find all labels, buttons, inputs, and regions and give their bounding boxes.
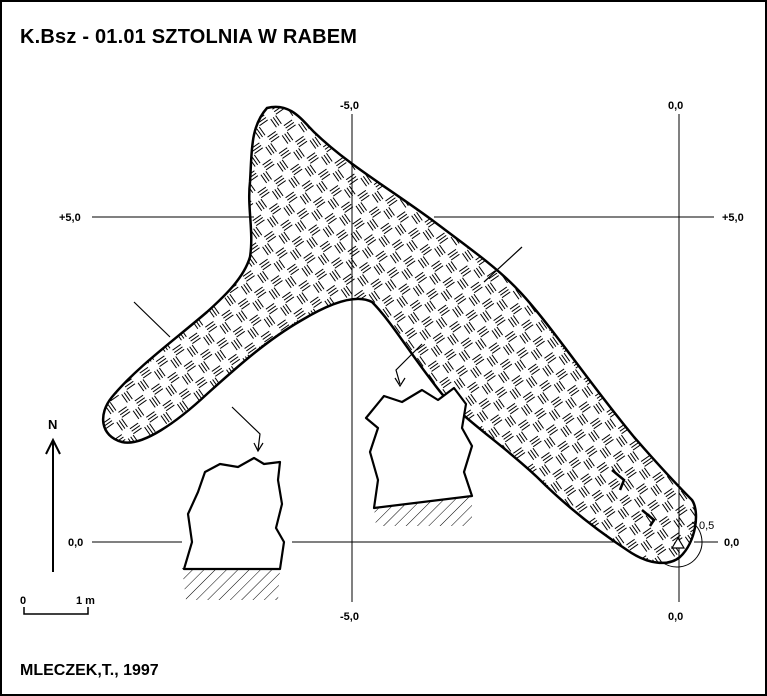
entrance-marker — [611, 469, 703, 568]
slope-arrow-upper — [611, 469, 626, 491]
scale-bar — [23, 607, 89, 615]
grid-label-right-zero: 0,0 — [724, 537, 739, 549]
section-arrow-right — [395, 343, 423, 385]
grid-label-right-plus5: +5,0 — [722, 212, 744, 224]
section-arrow-right-head — [394, 377, 406, 388]
grid-label-bottom-zero: 0,0 — [668, 611, 683, 623]
cross-section-left-floor — [182, 568, 280, 600]
scale-label-end: 1 m — [76, 595, 95, 607]
profile-line-right-arm — [483, 246, 523, 283]
north-arrow — [45, 437, 61, 572]
entrance-arc — [661, 521, 703, 568]
section-arrow-left — [231, 406, 261, 451]
cross-section-right — [364, 386, 474, 526]
grid-label-left-plus5: +5,0 — [59, 212, 81, 224]
survey-point-triangle — [670, 536, 686, 549]
grid-label-left-zero: 0,0 — [68, 537, 83, 549]
grid-label-bottom-minus5: -5,0 — [340, 611, 359, 623]
slope-arrow-lower — [641, 509, 656, 527]
map-title: K.Bsz - 01.01 SZTOLNIA W RABEM — [20, 26, 358, 48]
author-credit: MLECZEK,T., 1997 — [20, 662, 159, 679]
profile-line-left-arm — [133, 301, 171, 338]
cross-section-right-floor — [374, 496, 472, 526]
section-arrow-left-head — [253, 442, 264, 453]
cross-section-right-outline — [364, 386, 474, 510]
cross-section-left — [182, 456, 286, 600]
depth-label: 0,5 — [699, 520, 714, 532]
scale-bar-line — [23, 607, 89, 615]
north-arrow-head-icon — [45, 437, 61, 455]
cross-section-left-outline — [182, 456, 286, 571]
grid-label-top-zero: 0,0 — [668, 100, 683, 112]
scale-label-start: 0 — [20, 595, 26, 607]
grid-label-top-minus5: -5,0 — [340, 100, 359, 112]
north-label: N — [48, 417, 57, 432]
